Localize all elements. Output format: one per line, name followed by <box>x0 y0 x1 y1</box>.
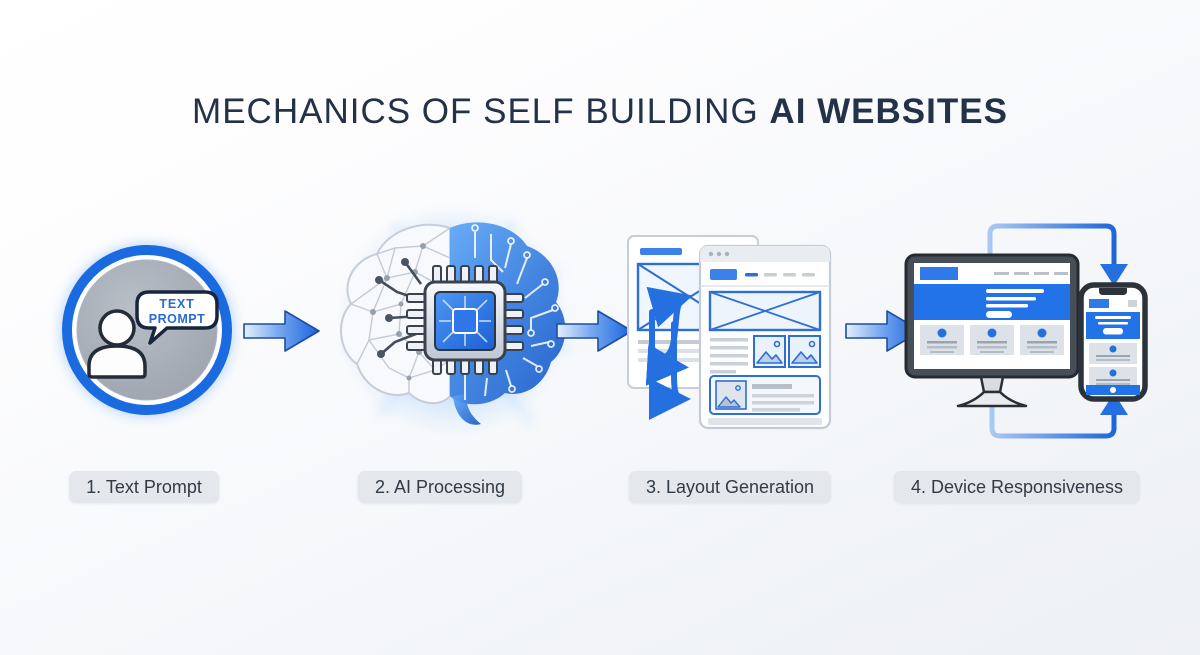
cpu-chip-icon <box>406 265 524 375</box>
bubble-text-line2: PROMPT <box>149 312 205 326</box>
phone-notch <box>1099 288 1127 295</box>
monitor-stand-base <box>956 390 1028 408</box>
flow-arrow-1 <box>243 306 321 356</box>
step-label-ai-processing: 2. AI Processing <box>357 471 523 503</box>
speech-bubble: TEXT PROMPT <box>135 290 219 345</box>
flow-arrow-3 <box>845 306 923 356</box>
phone-cards <box>1089 343 1137 388</box>
arrow-up-icon <box>1100 393 1128 415</box>
feature-cards <box>920 325 1064 355</box>
image-tile-icon <box>753 335 821 368</box>
page-title-regular: MECHANICS OF SELF BUILDING <box>192 92 770 131</box>
circle-inner <box>76 259 218 401</box>
person-icon <box>87 309 147 379</box>
page-title: MECHANICS OF SELF BUILDING AI WEBSITES <box>0 92 1200 132</box>
brain-left-hemisphere <box>339 223 451 405</box>
circuit-traces <box>464 232 554 400</box>
page-title-bold: AI WEBSITES <box>769 92 1008 131</box>
step-label-layout-generation: 3. Layout Generation <box>628 471 832 503</box>
smartphone-icon <box>1078 282 1148 402</box>
ai-brain-icon <box>325 200 575 440</box>
flow-connectors <box>645 287 693 420</box>
arrow-down-icon <box>1100 264 1128 286</box>
step-label-text-prompt: 1. Text Prompt <box>69 471 219 503</box>
flow-arrow-2 <box>556 306 634 356</box>
monitor-stand-neck <box>979 375 1005 394</box>
wireframe-front-card <box>698 244 832 430</box>
article-block <box>709 375 821 415</box>
desktop-monitor-icon <box>904 253 1080 408</box>
arrow-right-icon <box>243 310 320 352</box>
sync-loop <box>987 223 1128 439</box>
step-label-device-responsiveness: 4. Device Responsiveness <box>893 471 1141 503</box>
devices-icon <box>878 208 1168 453</box>
bubble-text-line1: TEXT <box>159 297 194 311</box>
layout-wireframes-icon <box>618 228 838 433</box>
text-prompt-icon: TEXT PROMPT <box>55 240 245 430</box>
arrow-right-icon <box>845 310 922 352</box>
arrow-right-icon <box>556 310 633 352</box>
